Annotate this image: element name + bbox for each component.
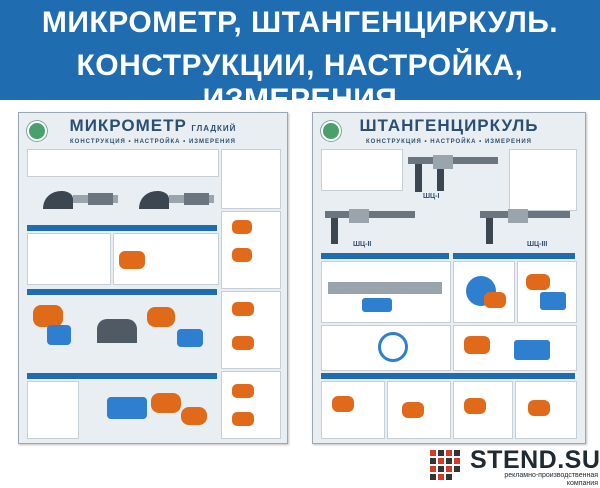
poster-title: ШТАНГЕНЦИРКУЛЬ [313, 116, 585, 136]
side-panel-4 [221, 371, 281, 439]
side-panel-1 [221, 149, 281, 209]
vernier-scale-panel [321, 261, 451, 323]
hand-icon [119, 251, 145, 269]
caliper-illustration-2 [323, 199, 418, 249]
section-bar-2 [453, 253, 575, 259]
label-shc3: ШЦ-III [527, 241, 548, 248]
caliper-illustration-3 [478, 199, 573, 249]
measurement-scenes [27, 299, 217, 369]
section-bar-1 [321, 253, 449, 259]
micrometer-setup-scene [81, 383, 217, 435]
poster-micrometer[interactable]: МИКРОМЕТР ГЛАДКИЙ КОНСТРУКЦИЯ • НАСТРОЙК… [18, 112, 288, 444]
bottom-scene-3 [453, 381, 513, 439]
legend-panel [321, 149, 403, 191]
micrometer-illustration-1 [33, 179, 123, 219]
poster-title-main: ШТАНГЕНЦИРКУЛЬ [359, 116, 539, 135]
header-banner: МИКРОМЕТР, ШТАНГЕНЦИРКУЛЬ. КОНСТРУКЦИИ, … [0, 0, 600, 116]
section-bar-1 [27, 225, 217, 231]
micrometer-illustration-2 [129, 179, 219, 219]
poster-title-suffix: ГЛАДКИЙ [191, 124, 237, 133]
bottom-scene-4 [515, 381, 577, 439]
brand-grid-icon [430, 450, 464, 480]
brand-tagline: рекламно-производственная компания [504, 472, 598, 487]
side-panel-2 [221, 211, 281, 289]
poster-subtitle: КОНСТРУКЦИЯ • НАСТРОЙКА • ИЗМЕРЕНИЯ [69, 139, 236, 145]
measure-scene-3 [453, 325, 577, 371]
poster-title: МИКРОМЕТР ГЛАДКИЙ [19, 116, 287, 136]
side-panel-3 [221, 291, 281, 369]
bottom-panel-1 [27, 381, 79, 439]
banner-title-line2: КОНСТРУКЦИИ, НАСТРОЙКА, ИЗМЕРЕНИЯ [76, 49, 524, 116]
section-bar-3 [27, 373, 217, 379]
diagram-panel-1 [27, 233, 111, 285]
poster-logo-icon [321, 121, 341, 141]
reading-examples [321, 325, 451, 371]
section-bar-3 [321, 373, 575, 379]
bottom-scene-1 [321, 381, 385, 439]
poster-logo-icon [27, 121, 47, 141]
label-shc2: ШЦ-II [353, 241, 372, 248]
poster-subtitle: КОНСТРУКЦИЯ • НАСТРОЙКА • ИЗМЕРЕНИЯ [365, 139, 532, 145]
poster-caliper[interactable]: ШТАНГЕНЦИРКУЛЬ КОНСТРУКЦИЯ • НАСТРОЙКА •… [312, 112, 586, 444]
brand-name: STEND.SU [470, 446, 600, 474]
section-bar-2 [27, 289, 217, 295]
label-shc1: ШЦ-I [423, 193, 440, 200]
poster-title-main: МИКРОМЕТР [69, 116, 187, 135]
caliper-illustration-1 [403, 147, 503, 197]
measure-scene-2 [517, 261, 577, 323]
bottom-scene-2 [387, 381, 451, 439]
spec-table [509, 149, 577, 211]
banner-title-line1: МИКРОМЕТР, ШТАНГЕНЦИРКУЛЬ. [41, 6, 559, 39]
measure-scene-1 [453, 261, 515, 323]
brand-watermark: STEND.SU рекламно-производственная компа… [430, 446, 600, 487]
spec-table [27, 149, 219, 177]
